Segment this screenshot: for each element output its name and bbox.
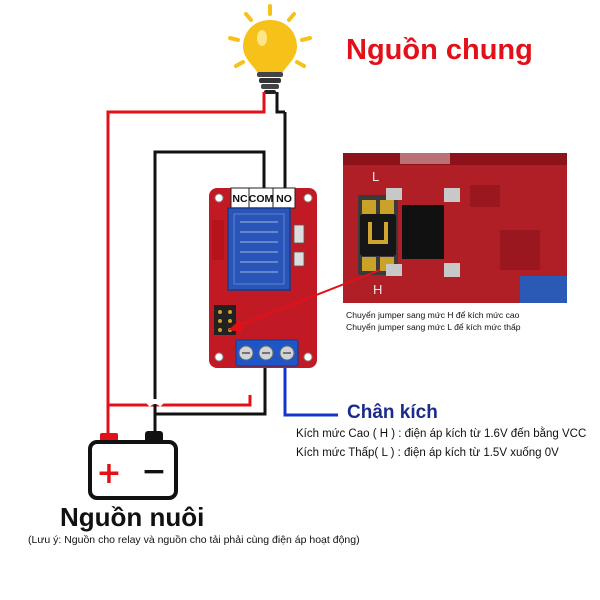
light-bulb-icon [228,4,312,94]
jumper-label-h: H [373,282,382,297]
jumper-high-note: Chuyển jumper sang mức H để kích mức cao [346,310,520,320]
relay-terminal-no: NO [276,193,292,205]
trigger-high-desc: Kích mức Cao ( H ) : điện áp kích từ 1.6… [296,428,587,440]
supply-note: (Lưu ý: Nguồn cho relay và nguồn cho tải… [28,534,360,546]
trigger-pin-title: Chân kích [347,402,438,423]
jumper-arrow [231,269,381,329]
wire-black-bulb-to-no [275,92,285,114]
relay-module-icon [209,187,317,368]
jumper-label-l: L [372,169,379,184]
title-common-source: Nguồn chung [346,34,533,66]
wire-red-bulb-to-battery [106,92,266,407]
wire-black-gnd [155,365,267,416]
trigger-low-desc: Kích mức Thấp( L ) : điện áp kích từ 1.5… [296,447,559,459]
relay-terminal-nc: NC [232,193,248,205]
relay-terminal-com: COM [249,193,274,205]
jumper-arrowhead [228,320,242,332]
jumper-low-note: Chuyển jumper sang mức L để kích mức thấ… [346,322,521,332]
battery-minus: − [141,454,166,489]
wire-blue-trigger [283,365,338,417]
battery-plus: + [96,456,121,491]
jumper-zoom-photo [343,150,567,303]
battery-icon [88,431,178,500]
wire-black-com [153,150,266,434]
title-supply-source: Nguồn nuôi [60,502,205,532]
